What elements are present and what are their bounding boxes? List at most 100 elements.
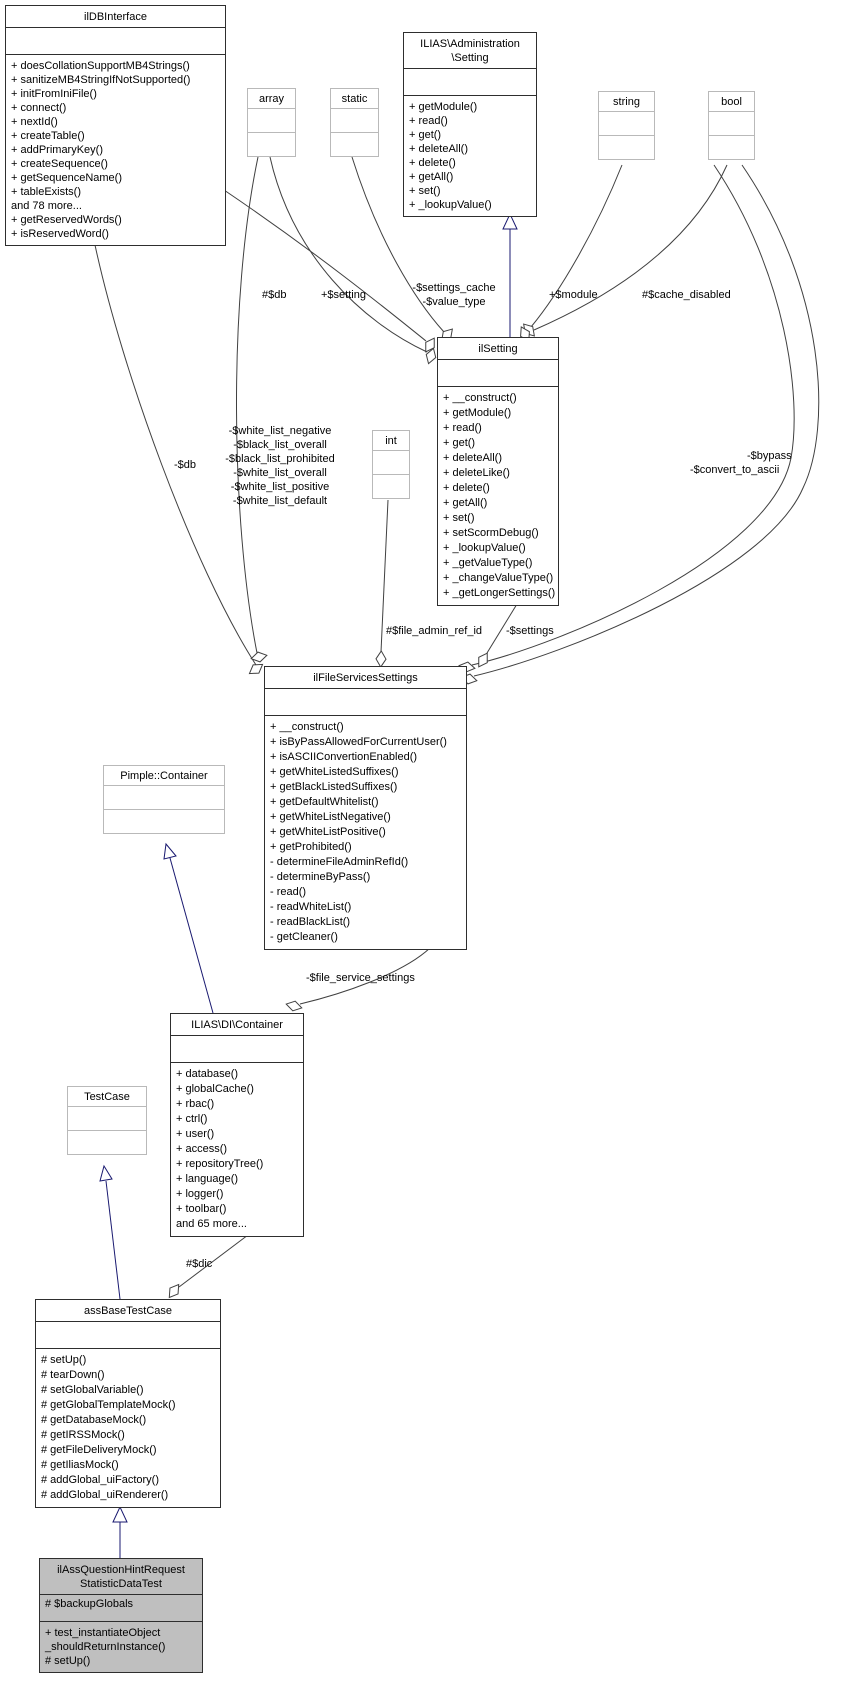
method-item: # setUp(): [41, 1354, 87, 1366]
method-item: # setUp(): [45, 1655, 91, 1667]
empty-compartment: [331, 132, 378, 156]
edge-static-to-ilsetting: [351, 156, 445, 333]
method-item: + initFromIniFile(): [11, 88, 97, 100]
method-item: + getAll(): [443, 497, 488, 509]
method-item: and 65 more...: [176, 1218, 247, 1230]
edge-label-settings2: -$settings: [506, 625, 554, 637]
diamond: [285, 1000, 303, 1012]
method-item: + getSequenceName(): [11, 172, 122, 184]
method-item: + set(): [443, 512, 475, 524]
method-item: + isReservedWord(): [11, 228, 109, 240]
empty-compartment: [599, 135, 654, 159]
method-item: + delete(): [443, 482, 490, 494]
method-item: + isASCIIConvertionEnabled(): [270, 751, 418, 763]
method-item: + repositoryTree(): [176, 1158, 264, 1170]
method-item: - determineFileAdminRefId(): [270, 856, 409, 868]
class-attributes-empty: [404, 69, 536, 96]
class-title: ilDBInterface: [6, 6, 225, 28]
method-item: # addGlobal_uiFactory(): [41, 1474, 160, 1486]
method-item: + createSequence(): [11, 158, 108, 170]
method-item: + setScormDebug(): [443, 527, 539, 539]
inheritance-arrow: [163, 842, 177, 860]
type-title: int: [373, 431, 409, 451]
class-methods: + test_instantiateObject_shouldReturnIns…: [40, 1622, 202, 1672]
class-title-line: ilAssQuestionHintRequest: [57, 1564, 185, 1576]
class-node-ildbinterface[interactable]: ilDBInterface + doesCollationSupportMB4S…: [5, 5, 226, 246]
edge-label-line: -$black_list_prohibited: [225, 453, 335, 465]
method-item: + getBlackListedSuffixes(): [270, 781, 398, 793]
edge-label-convert-to-ascii: -$convert_to_ascii: [690, 464, 780, 476]
diamond: [168, 1283, 180, 1299]
class-title: TestCase: [68, 1087, 146, 1107]
class-attributes-empty: [265, 689, 466, 716]
class-title: ilSetting: [438, 338, 558, 360]
edge-db-to-filesettings: [94, 244, 257, 666]
class-node-ilias-administration-setting[interactable]: ILIAS\Administration\Setting + getModule…: [403, 32, 537, 217]
edge-label-dic: #$dic: [186, 1258, 213, 1270]
method-item: + language(): [176, 1173, 239, 1185]
method-item: + rbac(): [176, 1098, 215, 1110]
class-title: Pimple::Container: [104, 766, 224, 786]
method-item: + get(): [409, 129, 442, 141]
method-item: + _changeValueType(): [443, 572, 554, 584]
edge-array-to-filesettings: [236, 156, 259, 654]
diamond: [425, 337, 435, 353]
class-title: ilFileServicesSettings: [265, 667, 466, 689]
edge-label-line: -$value_type: [422, 296, 486, 308]
class-node-ilfileservicessettings[interactable]: ilFileServicesSettings + __construct()+ …: [264, 666, 467, 950]
method-item: + __construct(): [443, 392, 517, 404]
class-methods: + __construct()+ isByPassAllowedForCurre…: [265, 716, 466, 949]
type-node-bool: bool: [708, 91, 755, 160]
method-item: + getModule(): [409, 101, 478, 113]
edge-int-to-filesettings: [380, 499, 389, 653]
empty-compartment: [709, 135, 754, 159]
method-item: + user(): [176, 1128, 215, 1140]
method-item: # addGlobal_uiRenderer(): [41, 1489, 169, 1501]
method-item: + access(): [176, 1143, 228, 1155]
edge-label-cache-disabled: #$cache_disabled: [642, 289, 731, 301]
method-item: # tearDown(): [41, 1369, 105, 1381]
method-item: _shouldReturnInstance(): [45, 1641, 166, 1653]
method-item: + globalCache(): [176, 1083, 254, 1095]
method-item: + doesCollationSupportMB4Strings(): [11, 60, 190, 72]
method-item: + get(): [443, 437, 476, 449]
method-item: + ctrl(): [176, 1113, 208, 1125]
diamond: [248, 663, 264, 675]
class-title-line: \Setting: [451, 52, 489, 64]
class-attributes-empty: [6, 28, 225, 55]
class-node-ilsetting[interactable]: ilSetting + __construct()+ getModule()+ …: [437, 337, 559, 606]
class-node-assbasetestcase[interactable]: assBaseTestCase # setUp()# tearDown()# s…: [35, 1299, 221, 1508]
class-node-pimple-container: Pimple::Container: [103, 765, 225, 834]
method-item: + delete(): [409, 157, 456, 169]
method-item: + toolbar(): [176, 1203, 227, 1215]
empty-compartment: [373, 451, 409, 474]
method-item: + getAll(): [409, 171, 454, 183]
method-item: - getCleaner(): [270, 931, 338, 943]
empty-compartment: [709, 112, 754, 135]
method-item: + _getValueType(): [443, 557, 533, 569]
edge-label-line: -$black_list_overall: [233, 439, 327, 451]
edge-label-white-lists: -$white_list_negative-$black_list_overal…: [210, 424, 350, 508]
class-methods: # setUp()# tearDown()# setGlobalVariable…: [36, 1349, 220, 1507]
method-item: # getGlobalTemplateMock(): [41, 1399, 176, 1411]
edge-label-bypass: -$bypass: [747, 450, 792, 462]
class-attributes-empty: [171, 1036, 303, 1063]
method-item: - readWhiteList(): [270, 901, 352, 913]
type-title: static: [331, 89, 378, 109]
diamond: [250, 651, 268, 663]
edge-bool-to-ilsetting: [533, 164, 728, 331]
method-item: + getWhiteListPositive(): [270, 826, 386, 838]
method-item: + getWhiteListNegative(): [270, 811, 391, 823]
empty-compartment: [104, 786, 224, 809]
diamond: [425, 347, 437, 365]
edge-label-line: -$white_list_overall: [233, 467, 327, 479]
empty-compartment: [599, 112, 654, 135]
class-node-ilias-di-container[interactable]: ILIAS\DI\Container + database()+ globalC…: [170, 1013, 304, 1237]
edge-label-line: -$settings_cache: [412, 282, 496, 294]
method-item: - readBlackList(): [270, 916, 351, 928]
edge-label-line: -$white_list_positive: [230, 481, 330, 493]
class-title: ILIAS\DI\Container: [171, 1014, 303, 1036]
type-node-static: static: [330, 88, 379, 157]
